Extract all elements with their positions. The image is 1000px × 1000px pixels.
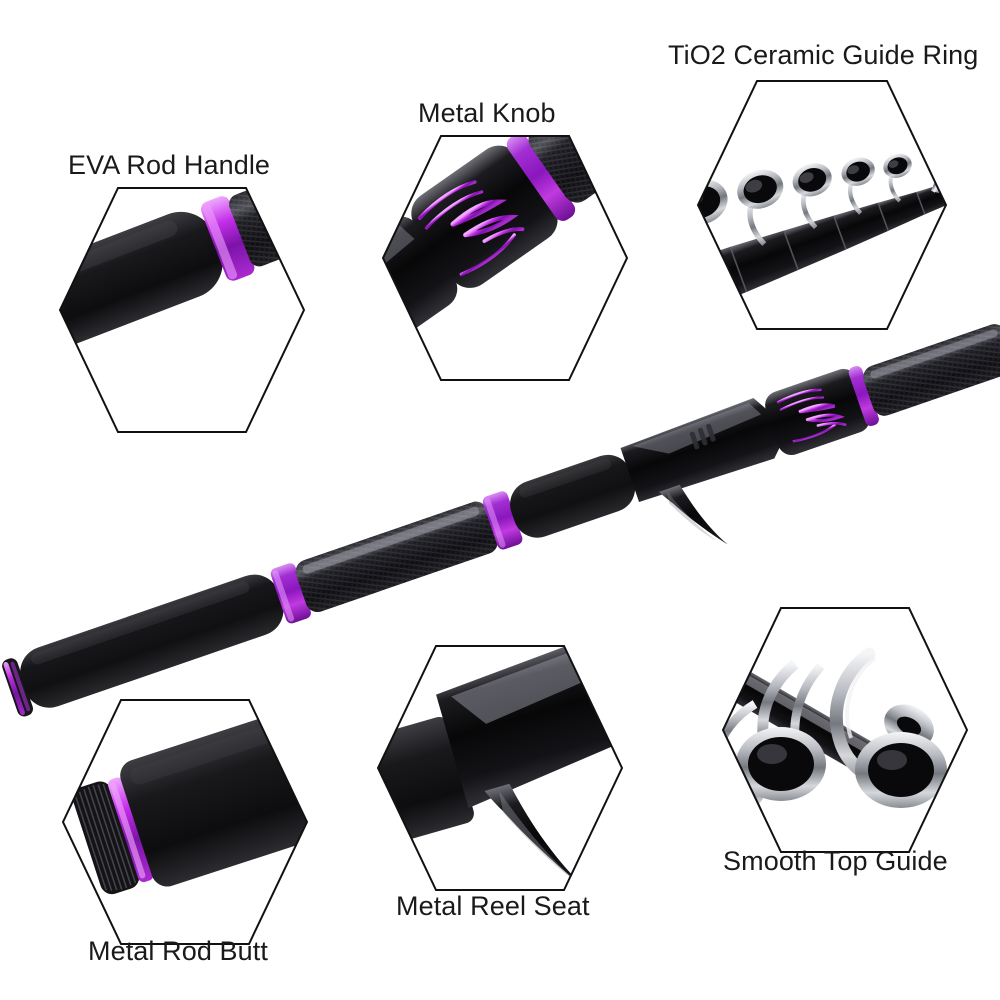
callout-label-metal-knob: Metal Knob — [418, 98, 556, 128]
callout-hex-metal-knob — [381, 135, 629, 381]
callout-hex-smooth-top-guide — [721, 607, 969, 853]
callout-label-metal-reel-seat: Metal Reel Seat — [396, 891, 590, 921]
callout-hex-eva-rod-handle — [58, 187, 306, 433]
callout-hex-tio2-ceramic-guide-ring — [696, 80, 948, 330]
callout-label-metal-rod-butt: Metal Rod Butt — [88, 936, 268, 966]
callout-label-smooth-top-guide: Smooth Top Guide — [723, 846, 948, 876]
callout-hex-metal-reel-seat — [376, 645, 624, 891]
callout-hex-metal-rod-butt — [61, 699, 309, 945]
callout-label-eva-rod-handle: EVA Rod Handle — [68, 150, 271, 180]
callout-label-tio2-ceramic-guide-ring: TiO2 Ceramic Guide Ring — [668, 40, 979, 70]
